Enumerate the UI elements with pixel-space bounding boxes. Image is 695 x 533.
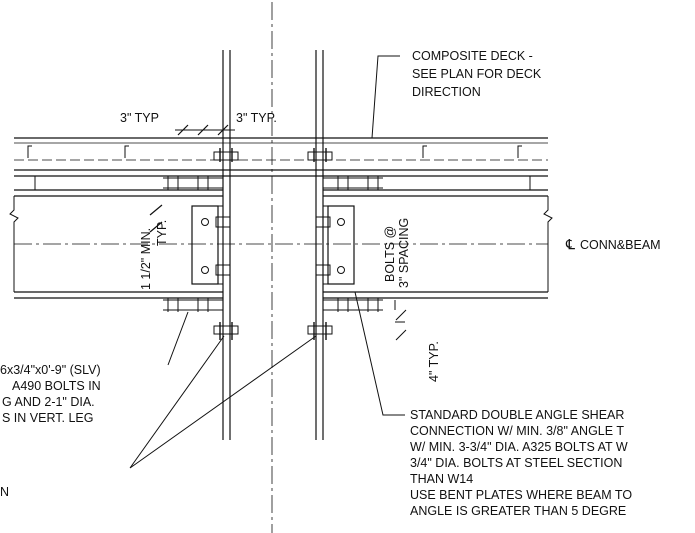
- leaders: [129, 55, 405, 469]
- centerline-label: CONN&BEAM: [580, 238, 661, 252]
- composite-deck: [14, 137, 548, 190]
- composite-deck-label: COMPOSITE DECK - SEE PLAN FOR DECK DIREC…: [412, 49, 542, 99]
- note-line: W/ MIN. 3-3/4" DIA. A325 BOLTS AT W: [410, 440, 628, 454]
- angle-note: 6x3/4"x0'-9" (SLV) A490 BOLTS IN G AND 2…: [0, 363, 101, 425]
- note-line: A490 BOLTS IN: [12, 379, 101, 393]
- note-line: 4" TYP.: [427, 341, 441, 382]
- note-line: USE BENT PLATES WHERE BEAM TO: [410, 488, 632, 502]
- dimension-marks: [149, 124, 407, 341]
- note-line: G AND 2-1" DIA.: [2, 395, 95, 409]
- note-line: TYP.: [155, 220, 169, 246]
- note-line: 1 1/2" MIN.: [139, 228, 153, 290]
- flange-bolts: [163, 148, 383, 340]
- column: [222, 50, 324, 440]
- n-fragment: N: [0, 485, 9, 499]
- note-line: 6x3/4"x0'-9" (SLV): [0, 363, 101, 377]
- typ-right-label: 3" TYP.: [236, 111, 277, 125]
- note-line: S IN VERT. LEG: [2, 411, 93, 425]
- min-typ-label: 1 1/2" MIN. TYP.: [139, 220, 169, 290]
- four-typ-label: 4" TYP.: [427, 341, 441, 382]
- note-line: 3/4" DIA. BOLTS AT STEEL SECTION: [410, 456, 622, 470]
- note-line: ANGLE IS GREATER THAN 5 DEGRE: [410, 504, 626, 518]
- centerline-symbol: ℄: [565, 236, 575, 252]
- note-line: BOLTS @: [383, 226, 397, 282]
- note-line: SEE PLAN FOR DECK: [412, 67, 542, 81]
- typ-left-label: 3" TYP: [120, 111, 159, 125]
- bolts-spacing-label: BOLTS @ 3" SPACING: [383, 218, 411, 288]
- note-line: 3" SPACING: [397, 218, 411, 288]
- note-line: COMPOSITE DECK -: [412, 49, 533, 63]
- note-line: STANDARD DOUBLE ANGLE SHEAR: [410, 408, 624, 422]
- beam: [9, 189, 553, 299]
- note-line: CONNECTION W/ MIN. 3/8" ANGLE T: [410, 424, 624, 438]
- shear-connection-note: STANDARD DOUBLE ANGLE SHEAR CONNECTION W…: [410, 408, 632, 518]
- shear-plates: [191, 205, 355, 285]
- note-line: DIRECTION: [412, 85, 481, 99]
- note-line: THAN W14: [410, 472, 473, 486]
